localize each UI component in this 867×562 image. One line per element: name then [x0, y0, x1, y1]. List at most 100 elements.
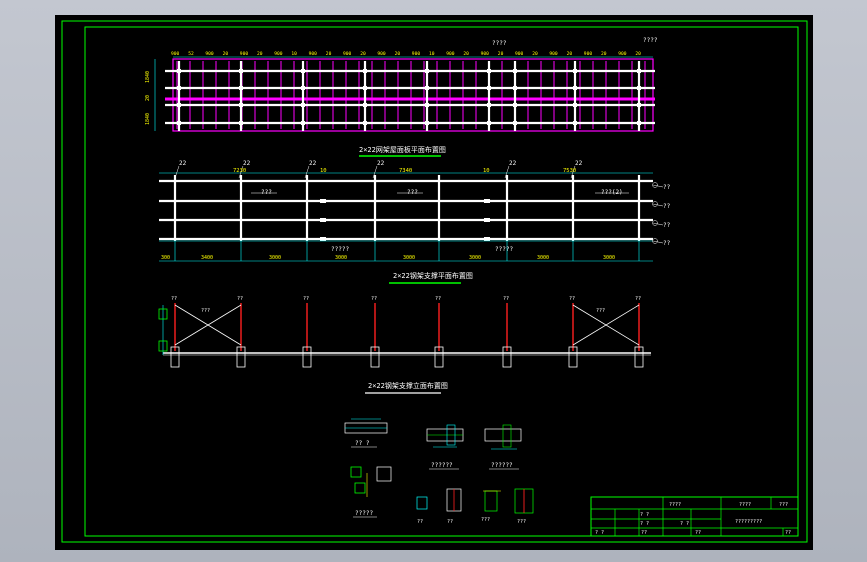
- right-axis-label: ??: [663, 184, 671, 191]
- right-leader: [652, 184, 664, 188]
- right-axis-label: ??: [663, 222, 671, 229]
- axis-leader: [174, 165, 180, 179]
- span-dim-1: 7230: [233, 168, 246, 174]
- axis-leader: [570, 165, 576, 179]
- outer-border: [61, 20, 808, 543]
- top-dim-text: 900: [412, 51, 421, 57]
- top-dim-text: 900: [584, 51, 593, 57]
- beam-node: [513, 69, 517, 73]
- bottom-dim-text: 3400: [201, 255, 213, 261]
- beam-node: [363, 103, 367, 107]
- title-cell-8: ? ?: [595, 530, 604, 536]
- top-dim-text: 20: [635, 51, 641, 57]
- title-cell-9: ??: [641, 530, 647, 536]
- column-label: ??: [303, 296, 309, 302]
- right-marker: [652, 201, 658, 207]
- beam-node: [301, 69, 305, 73]
- top-dim-text: 900: [171, 51, 180, 57]
- beam-node: [573, 69, 577, 73]
- splice-plate: [484, 199, 490, 203]
- top-dim-text: 900: [481, 51, 490, 57]
- column-footing: [568, 346, 578, 368]
- column-label: ??: [171, 296, 177, 302]
- top-dim-text: 20: [601, 51, 607, 57]
- beam-node: [637, 121, 641, 125]
- side-dim-1: 1840: [145, 71, 151, 83]
- title-cell-11: ??: [785, 530, 791, 536]
- bottom-dim-text: 3000: [269, 255, 281, 261]
- splice-plate: [320, 218, 326, 222]
- beam-node: [239, 103, 243, 107]
- beam-node: [363, 69, 367, 73]
- beam-node: [177, 69, 181, 73]
- plan-bottom-note-2: ?????: [495, 246, 513, 253]
- bottom-dim-text: 300: [161, 255, 170, 261]
- plan-note-1: ???: [261, 189, 272, 196]
- top-dim-text: 900: [343, 51, 352, 57]
- axis-leader: [372, 165, 378, 179]
- axis-label: 22: [243, 160, 251, 167]
- top-dim-text: 900: [549, 51, 558, 57]
- top-dim-text: 20: [223, 51, 229, 57]
- top-dim-text: 20: [532, 51, 538, 57]
- top-dim-text: 900: [377, 51, 386, 57]
- beam-node: [637, 69, 641, 73]
- bottom-dim-text: 3000: [603, 255, 615, 261]
- plan-note-2: ???: [407, 189, 418, 196]
- detail-label-6: ??: [447, 519, 453, 525]
- drawing-sheet: 900 52 900 20 900 20 900 10 900 20 900 20 900 20 900 10…: [55, 15, 813, 550]
- column-footing: [170, 346, 180, 368]
- beam-node: [363, 121, 367, 125]
- right-axis-label: ??: [663, 240, 671, 247]
- column-label: ??: [569, 296, 575, 302]
- beam-node: [573, 103, 577, 107]
- span-dim-2: 10: [320, 168, 327, 174]
- axis-leader: [504, 165, 510, 179]
- column-label: ??: [503, 296, 509, 302]
- detail-label-1: ?? ?: [355, 440, 370, 447]
- top-dim-text: 20: [463, 51, 469, 57]
- top-dim-text: 900: [446, 51, 455, 57]
- beam-node: [513, 121, 517, 125]
- beam-node: [573, 121, 577, 125]
- column-footing: [370, 346, 380, 368]
- beam-node: [513, 103, 517, 107]
- top-dim-text: 900: [515, 51, 524, 57]
- elevation-columns: ????????????????: [170, 296, 644, 368]
- top-dim-text: 900: [274, 51, 283, 57]
- bottom-dim-text: 3000: [403, 255, 415, 261]
- detail-label-8: ???: [517, 519, 526, 525]
- top-dim-text: 52: [188, 51, 194, 57]
- beam-node: [177, 121, 181, 125]
- beam-node: [487, 121, 491, 125]
- span-dim-4: 10: [483, 168, 490, 174]
- title-cell-10: ??: [695, 530, 701, 536]
- inner-border: [84, 26, 799, 537]
- rebar-lines: [176, 61, 646, 129]
- elevation-title: 2×22钢架支撑立面布置图: [368, 381, 448, 390]
- column-label: ??: [237, 296, 243, 302]
- top-dim-text: 20: [326, 51, 332, 57]
- splice-plate: [320, 199, 326, 203]
- bottom-dim-text: 3000: [469, 255, 481, 261]
- beam-node: [177, 103, 181, 107]
- right-marker: [652, 238, 658, 244]
- axis-label: 22: [509, 160, 517, 167]
- top-dim-text: 20: [360, 51, 366, 57]
- brace-label-2: ???: [596, 308, 605, 314]
- plan-beams: [177, 61, 641, 131]
- column-footing: [302, 346, 312, 368]
- detail-label-4: ?????: [355, 510, 373, 517]
- splice-plate: [320, 237, 326, 241]
- beam-node: [487, 69, 491, 73]
- column-footing: [634, 346, 644, 368]
- connection-details: ?? ? ?????? ?????? ????: [344, 418, 534, 525]
- beam-node: [425, 86, 429, 90]
- beam-node: [637, 86, 641, 90]
- beam-node: [425, 121, 429, 125]
- top-dim-text: 20: [567, 51, 573, 57]
- beam-node: [239, 86, 243, 90]
